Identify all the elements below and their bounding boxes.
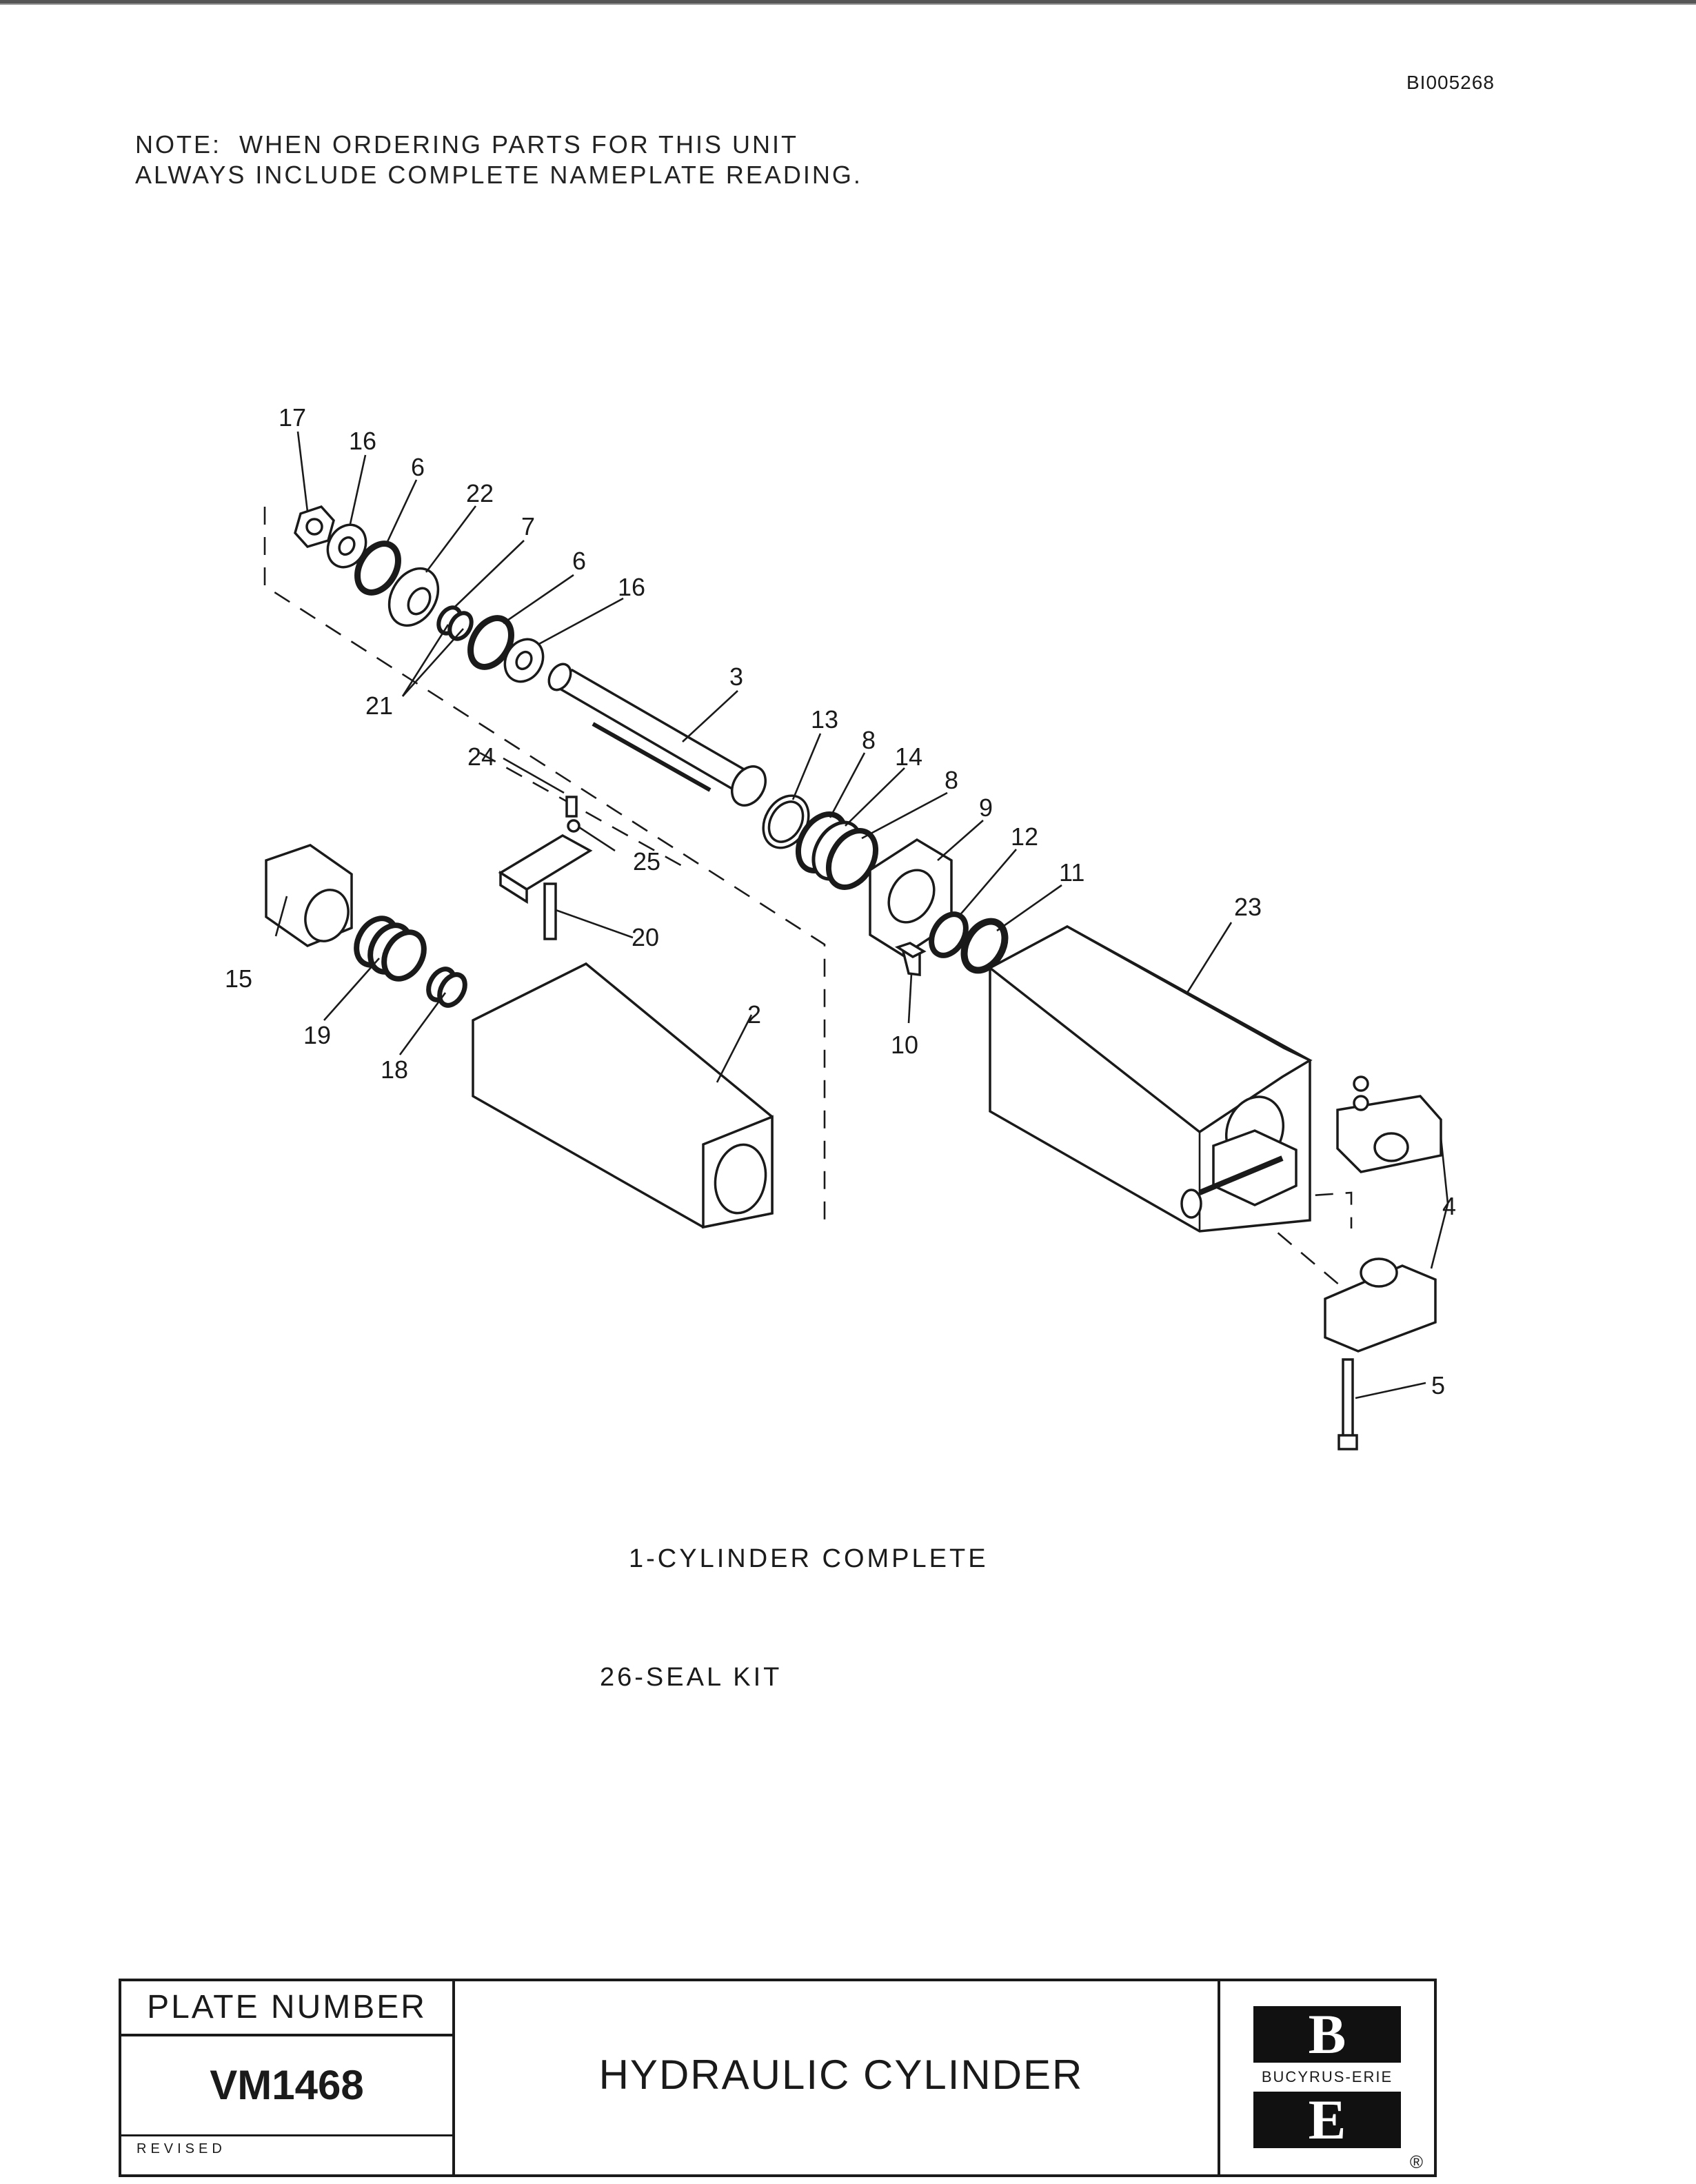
plate-number-label: PLATE NUMBER <box>121 1981 452 2036</box>
top-border-rule <box>0 0 1696 10</box>
part-20-plate-side <box>499 870 528 904</box>
document-id: BI005268 <box>1406 72 1495 93</box>
assembly-guide-line-mid <box>479 751 690 871</box>
callout-24: 24 <box>467 742 495 771</box>
part-11-wiper <box>960 918 1009 974</box>
part-5-bolt <box>1342 1358 1354 1444</box>
callout-14: 14 <box>895 742 922 771</box>
callout-23: 23 <box>1234 893 1262 921</box>
callout-10: 10 <box>891 1031 918 1059</box>
part-4-clamp-bottom-bore <box>1360 1257 1398 1288</box>
logo-company-name: BUCYRUS-ERIE <box>1261 2068 1393 2085</box>
registered-mark: ® <box>1409 2152 1423 2172</box>
part-23-barrel-pin <box>1198 1155 1284 1195</box>
callout-22: 22 <box>466 479 494 507</box>
part-9-gland-bore <box>887 869 936 924</box>
callout-2: 2 <box>747 1000 761 1029</box>
part-4-clamp-top-bore <box>1373 1132 1409 1162</box>
part-6-oring-a <box>354 540 401 596</box>
part-20-pin <box>543 882 557 940</box>
plate-number-panel: PLATE NUMBER VM1468 REVISED <box>121 1981 455 2174</box>
part-3-rod-body <box>549 668 761 795</box>
note-line-2: ALWAYS INCLUDE COMPLETE NAMEPLATE READIN… <box>135 161 862 189</box>
part-3-rod-shadow <box>592 722 711 792</box>
callout-20: 20 <box>632 923 659 951</box>
callout-17: 17 <box>279 403 306 432</box>
caption-cylinder-complete: 1-CYLINDER COMPLETE <box>629 1544 989 1573</box>
callout-4: 4 <box>1442 1192 1456 1220</box>
callout-8-a: 8 <box>862 726 876 754</box>
callout-9: 9 <box>979 793 993 822</box>
title-block: PLATE NUMBER VM1468 REVISED HYDRAULIC CY… <box>119 1979 1437 2177</box>
callout-16-a: 16 <box>349 427 376 455</box>
ordering-note: NOTE: WHEN ORDERING PARTS FOR THIS UNIT … <box>135 130 862 190</box>
part-13-ring-inner <box>767 800 805 843</box>
callout-7: 7 <box>521 512 535 540</box>
part-3-rod-end <box>547 663 572 691</box>
part-17-nut-bore <box>305 518 323 536</box>
part-18-spring-coil <box>437 972 467 1008</box>
part-4-clamp-bottom <box>1324 1264 1437 1353</box>
callout-21: 21 <box>365 691 393 720</box>
plate-number-value: VM1468 <box>121 2036 452 2136</box>
assembly-guide-line-clamp-lower <box>1254 1213 1345 1290</box>
callout-13: 13 <box>811 705 838 734</box>
callout-5: 5 <box>1431 1371 1445 1399</box>
revised-label: REVISED <box>137 2141 226 2156</box>
part-4-nut-b <box>1353 1095 1369 1111</box>
leader-lines <box>274 431 1449 1399</box>
callout-6-b: 6 <box>572 547 586 575</box>
logo-e-block: E <box>1253 2092 1401 2148</box>
part-24-screw <box>565 796 578 818</box>
callout-3: 3 <box>729 663 743 691</box>
drawing-title: HYDRAULIC CYLINDER <box>598 2052 1084 2098</box>
exploded-parts-diagram: 17 16 6 22 7 6 16 21 3 13 8 14 8 9 12 11… <box>225 403 1456 1450</box>
part-15-end-cap-bore <box>304 889 350 942</box>
part-19-spring-coil-2 <box>381 929 427 982</box>
callout-8-b: 8 <box>945 766 958 794</box>
part-2-housing-bore <box>714 1143 767 1215</box>
callout-6-a: 6 <box>411 453 425 481</box>
part-16-washer-a-hole <box>338 536 356 556</box>
part-21-ring <box>447 611 474 641</box>
note-line-1: NOTE: WHEN ORDERING PARTS FOR THIS UNIT <box>135 130 799 159</box>
part-10-bolt-head <box>894 942 927 959</box>
caption-seal-kit: 26-SEAL KIT <box>600 1663 783 1692</box>
part-3-rod-eye <box>731 765 767 807</box>
callout-16-b: 16 <box>618 573 645 601</box>
bucyrus-erie-logo: B BUCYRUS-ERIE E ® <box>1218 1981 1434 2174</box>
part-4-nut-a <box>1353 1075 1369 1092</box>
callout-25: 25 <box>633 847 660 876</box>
callout-18: 18 <box>381 1055 408 1084</box>
logo-b-block: B <box>1253 2006 1401 2063</box>
part-25-washer <box>567 819 581 833</box>
part-16-washer-b-hole <box>515 650 533 671</box>
callout-11: 11 <box>1059 858 1084 887</box>
callout-12: 12 <box>1011 822 1038 851</box>
part-5-bolt-head <box>1337 1434 1358 1450</box>
callout-15: 15 <box>225 964 252 993</box>
part-23-barrel-top <box>987 925 1313 1134</box>
part-22-piston-bore <box>407 587 432 616</box>
callout-19: 19 <box>303 1021 331 1049</box>
part-23-barrel-pin-end <box>1180 1189 1202 1219</box>
assembly-guide-line-left <box>263 507 826 1220</box>
part-6-oring-b <box>467 615 514 670</box>
